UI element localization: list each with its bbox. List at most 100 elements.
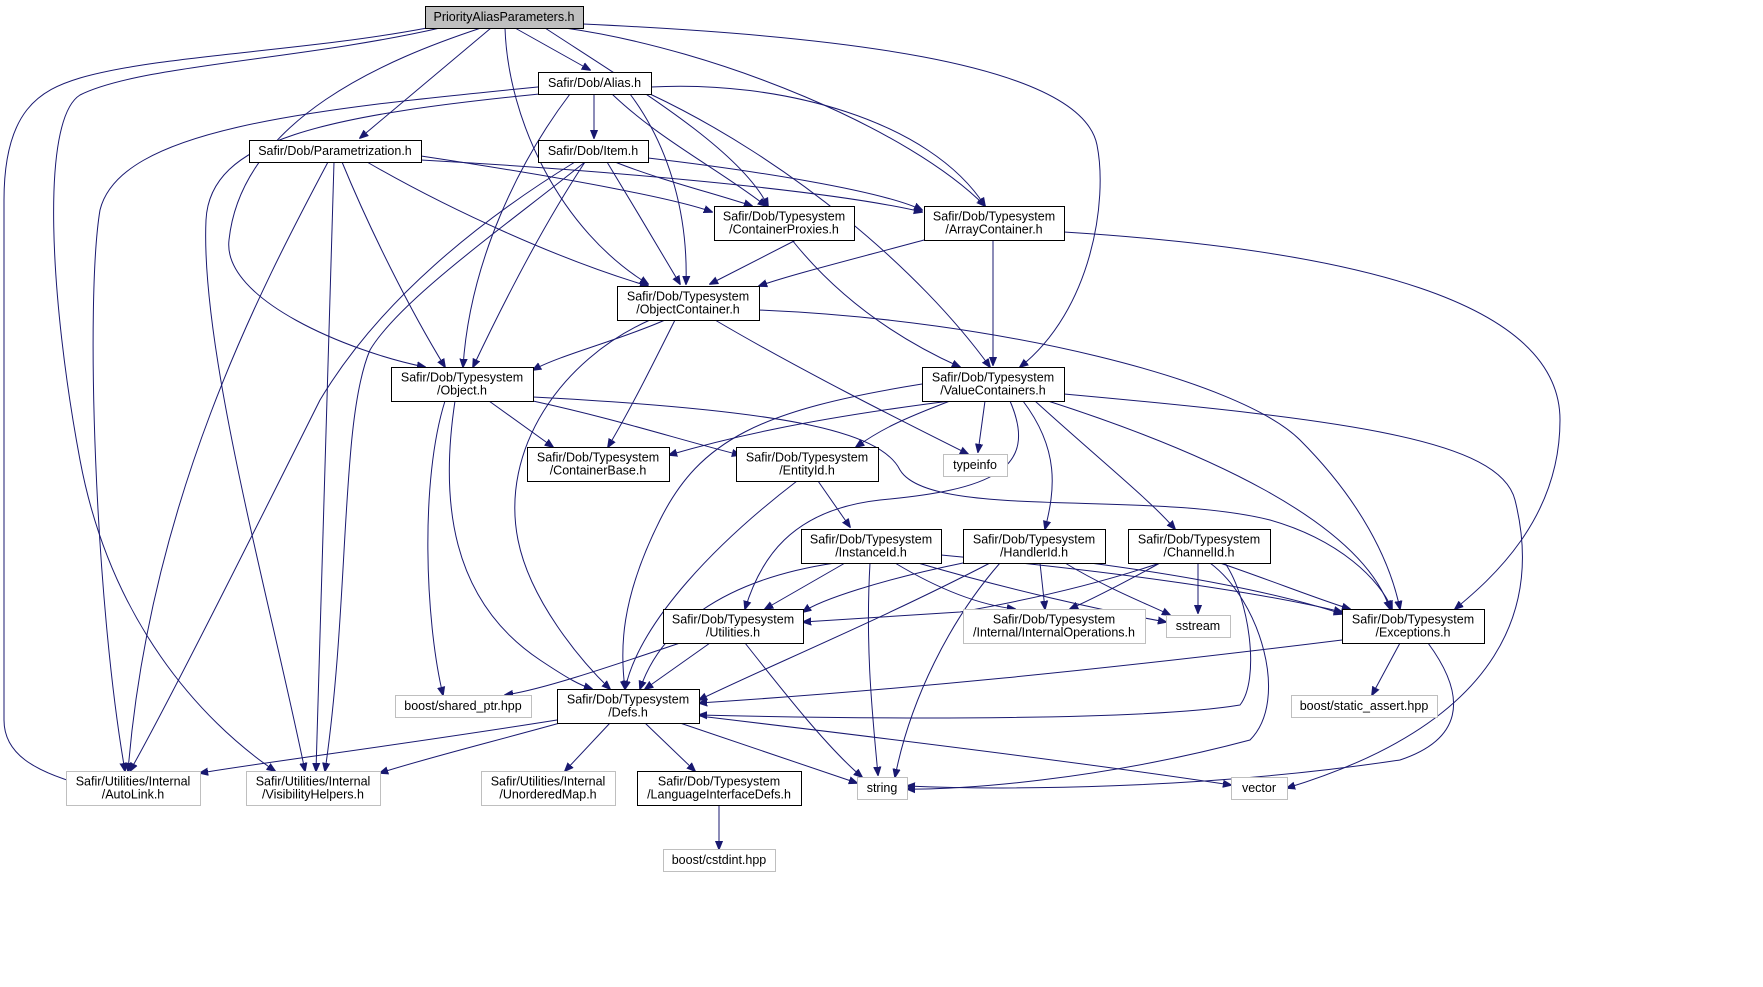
edge-object-shptr <box>427 400 446 695</box>
node-box <box>481 771 616 806</box>
node-label: /VisibilityHelpers.h <box>262 788 364 802</box>
edge-objcont-typeinfo <box>714 319 968 454</box>
edge-root-object <box>228 27 482 367</box>
node-sstream: sstream <box>1166 615 1231 638</box>
node-label: /UnorderedMap.h <box>499 788 596 802</box>
edge-param-objcont <box>366 161 648 286</box>
node-box <box>527 447 670 482</box>
edge-defs-vishelp <box>380 722 561 773</box>
node-label: /ContainerProxies.h <box>729 223 839 237</box>
node-box <box>557 689 700 724</box>
node-sassert: boost/static_assert.hpp <box>1291 695 1438 718</box>
node-arrcont[interactable]: Safir/Dob/Typesystem/ArrayContainer.h <box>924 206 1065 241</box>
node-label: Safir/Utilities/Internal <box>256 775 371 789</box>
node-label: Safir/Dob/Typesystem <box>810 533 932 547</box>
node-typeinfo: typeinfo <box>943 454 1008 477</box>
node-instid[interactable]: Safir/Dob/Typesystem/InstanceId.h <box>801 529 942 564</box>
node-label: /ChannelId.h <box>1164 546 1235 560</box>
edge-utils-string <box>744 642 862 777</box>
node-string: string <box>857 777 908 800</box>
edge-arrcont-exc <box>1063 231 1561 609</box>
edge-utils-shptr <box>505 642 681 695</box>
node-label: /Defs.h <box>608 706 648 720</box>
edge-handid-utils <box>803 562 964 612</box>
dependency-edges <box>3 23 1561 849</box>
node-label: /ContainerBase.h <box>550 464 647 478</box>
node-param[interactable]: Safir/Dob/Parametrization.h <box>249 140 422 163</box>
node-box <box>1128 529 1271 564</box>
node-label: /Object.h <box>437 384 487 398</box>
node-contprox[interactable]: Safir/Dob/Typesystem/ContainerProxies.h <box>714 206 855 241</box>
edge-defs-unomap <box>565 722 611 771</box>
node-langif[interactable]: Safir/Dob/Typesystem/LanguageInterfaceDe… <box>637 771 802 806</box>
node-box <box>924 206 1065 241</box>
edge-chanid-defs <box>699 562 1252 718</box>
edge-root-objcont <box>504 27 648 284</box>
edge-root-param <box>360 27 492 138</box>
node-label: Safir/Dob/Typesystem <box>746 451 868 465</box>
edge-root-contprox <box>544 27 768 206</box>
edge-alias-contprox <box>611 93 766 206</box>
edge-handid-sstream <box>1064 562 1170 615</box>
node-box <box>663 849 776 872</box>
edge-handid-string <box>895 562 1001 777</box>
node-label: sstream <box>1176 619 1220 633</box>
edge-exc-defs <box>699 639 1343 703</box>
node-box <box>736 447 879 482</box>
edge-object-exc <box>532 396 1392 609</box>
edge-chanid-exc <box>1219 562 1350 609</box>
edge-contprox-objcont <box>710 239 797 284</box>
node-label: /Utilities.h <box>706 626 760 640</box>
node-utils[interactable]: Safir/Dob/Typesystem/Utilities.h <box>663 609 804 644</box>
node-object[interactable]: Safir/Dob/Typesystem/Object.h <box>391 367 534 402</box>
node-autolink: Safir/Utilities/Internal/AutoLink.h <box>66 771 201 806</box>
edge-valcont-handid <box>1022 400 1053 529</box>
edge-valcont-utils <box>745 400 1020 609</box>
edge-root-arrcont <box>564 27 985 206</box>
edge-valcont-exc <box>1047 400 1390 609</box>
edge-objcont-defs <box>514 319 651 689</box>
node-contbase[interactable]: Safir/Dob/Typesystem/ContainerBase.h <box>527 447 670 482</box>
node-label: Safir/Dob/Typesystem <box>658 775 780 789</box>
node-box <box>249 140 422 163</box>
node-label: Safir/Dob/Alias.h <box>548 76 641 90</box>
node-root[interactable]: PriorityAliasParameters.h <box>425 6 584 29</box>
node-box <box>66 771 201 806</box>
node-box <box>246 771 381 806</box>
node-box <box>801 529 942 564</box>
node-label: boost/static_assert.hpp <box>1300 699 1429 713</box>
edge-param-object <box>341 161 445 367</box>
node-box <box>617 286 760 321</box>
node-box <box>963 609 1146 644</box>
node-label: boost/shared_ptr.hpp <box>404 699 521 713</box>
node-handid[interactable]: Safir/Dob/Typesystem/HandlerId.h <box>963 529 1106 564</box>
edge-param-autolink <box>128 161 329 771</box>
node-box <box>1166 615 1231 638</box>
edge-exc-string <box>907 642 1455 788</box>
node-valcont[interactable]: Safir/Dob/Typesystem/ValueContainers.h <box>922 367 1065 402</box>
edge-item-object <box>473 161 586 367</box>
edge-item-vishelp <box>325 161 586 771</box>
edge-defs-langif <box>644 722 695 771</box>
node-box <box>963 529 1106 564</box>
node-objcont[interactable]: Safir/Dob/Typesystem/ObjectContainer.h <box>617 286 760 321</box>
node-entityid[interactable]: Safir/Dob/Typesystem/EntityId.h <box>736 447 879 482</box>
edge-item-objcont <box>606 161 680 284</box>
node-label: Safir/Dob/Typesystem <box>993 613 1115 627</box>
node-label: boost/cstdint.hpp <box>672 853 767 867</box>
node-box <box>922 367 1065 402</box>
edge-alias-arrcont <box>650 85 985 206</box>
edge-handid-exc <box>1089 562 1342 614</box>
node-box <box>425 6 584 29</box>
node-label: Safir/Dob/Typesystem <box>932 371 1054 385</box>
node-label: Safir/Dob/Typesystem <box>401 371 523 385</box>
node-alias[interactable]: Safir/Dob/Alias.h <box>538 72 652 95</box>
node-box <box>538 140 649 163</box>
node-chanid[interactable]: Safir/Dob/Typesystem/ChannelId.h <box>1128 529 1271 564</box>
edge-item-arrcont <box>647 157 922 210</box>
node-exc[interactable]: Safir/Dob/Typesystem/Exceptions.h <box>1342 609 1485 644</box>
node-defs[interactable]: Safir/Dob/Typesystem/Defs.h <box>557 689 700 724</box>
node-item[interactable]: Safir/Dob/Item.h <box>538 140 649 163</box>
edge-alias-object <box>463 93 571 367</box>
node-box <box>1342 609 1485 644</box>
